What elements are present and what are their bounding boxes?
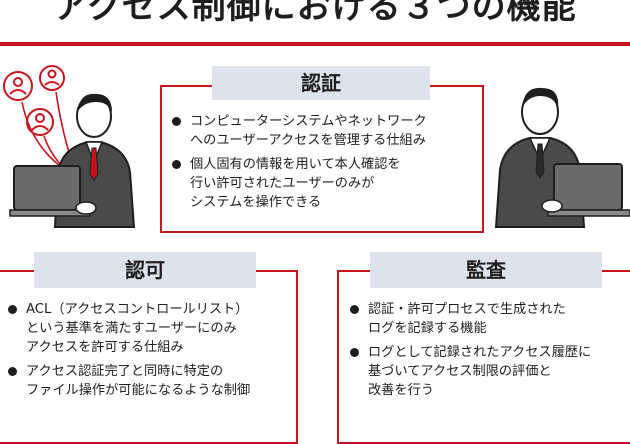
audit-label: 監査 — [370, 252, 602, 288]
authorization-bullet-2: アクセス認証完了と同時に特定の ファイル操作が可能になるような制御 — [8, 362, 294, 400]
authentication-bullets: コンピューターシステムやネットワーク へのユーザーアクセスを管理する仕組み 個人… — [172, 112, 478, 217]
user-circle-icon — [39, 65, 65, 91]
audit-panel — [337, 270, 630, 444]
user-circle-icon — [3, 71, 33, 101]
right-businessman-illustration — [488, 62, 630, 232]
page-title: アクセス制御における３つの機能 — [53, 0, 577, 27]
authentication-bullet-2: 個人固有の情報を用いて本人確認を 行い許可されたユーザーのみが システムを操作で… — [172, 155, 478, 212]
authorization-label: 認可 — [34, 252, 256, 288]
authentication-label: 認証 — [212, 66, 430, 100]
authentication-bullet-1: コンピューターシステムやネットワーク へのユーザーアクセスを管理する仕組み — [172, 112, 478, 150]
audit-bullet-1: 認証・許可プロセスで生成された ログを記録する機能 — [350, 300, 630, 338]
left-businessman-illustration — [0, 62, 155, 232]
title-underline — [0, 42, 630, 46]
authorization-bullets: ACL（アクセスコントロールリスト） という基準を満たすユーザーにのみ アクセス… — [8, 300, 294, 405]
audit-bullet-2: ログとして記録されたアクセス履歴に 基づいてアクセス制限の評価と 改善を行う — [350, 343, 630, 400]
audit-bullets: 認証・許可プロセスで生成された ログを記録する機能 ログとして記録されたアクセス… — [350, 300, 630, 405]
authorization-bullet-1: ACL（アクセスコントロールリスト） という基準を満たすユーザーにのみ アクセス… — [8, 300, 294, 357]
authorization-panel — [0, 270, 298, 444]
